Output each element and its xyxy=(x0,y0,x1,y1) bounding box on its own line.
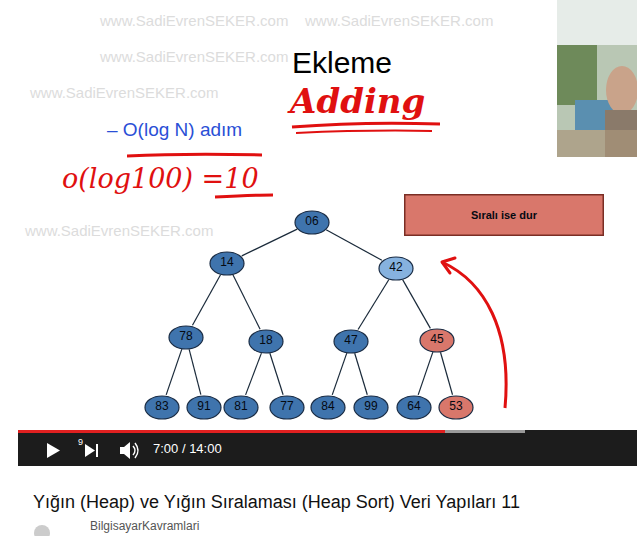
heap-node-new: 53 xyxy=(438,395,474,420)
play-icon xyxy=(47,443,60,458)
node-value: 06 xyxy=(305,215,318,228)
box-text: Sıralı ise dur xyxy=(471,209,537,221)
handwritten-arrowhead xyxy=(442,258,455,273)
node-value: 83 xyxy=(155,400,168,413)
heap-node-active: 42 xyxy=(378,256,414,281)
tree-edge xyxy=(403,280,431,329)
tree-edge xyxy=(440,352,452,394)
buffer-bar xyxy=(18,430,525,433)
heap-node: 06 xyxy=(294,210,330,235)
heap-node: 14 xyxy=(209,251,245,276)
tree-edge xyxy=(246,353,262,395)
node-value: 18 xyxy=(259,334,272,347)
tree-edge xyxy=(270,353,283,395)
watermark: www.SadiEvrenSEKER.com xyxy=(30,84,218,101)
playlist-count: 9 xyxy=(78,437,83,447)
node-value: 64 xyxy=(407,400,420,413)
heap-node: 78 xyxy=(168,325,204,350)
rule-box: Sıralı ise dur xyxy=(404,194,604,236)
tree-edge xyxy=(355,353,368,395)
heap-node: 99 xyxy=(353,395,389,420)
handwritten-underline xyxy=(292,123,440,127)
node-value: 91 xyxy=(197,400,210,413)
tree-edge xyxy=(233,275,260,329)
heap-node-moving: 45 xyxy=(419,328,455,353)
watermark: www.SadiEvrenSEKER.com xyxy=(25,222,213,239)
node-value: 53 xyxy=(449,400,462,413)
heap-node: 18 xyxy=(248,329,284,354)
node-value: 99 xyxy=(364,400,377,413)
slide-ground xyxy=(18,0,637,430)
tree-edge xyxy=(326,230,382,261)
handwritten-underline xyxy=(215,195,273,197)
complexity-note: – O(log N) adım xyxy=(107,119,242,141)
progress-bar xyxy=(18,430,445,433)
heap-node: 81 xyxy=(223,395,259,420)
volume-waves xyxy=(133,443,138,458)
volume-icon xyxy=(120,442,130,459)
handwritten-underline xyxy=(296,131,432,133)
node-value: 14 xyxy=(220,256,233,269)
channel-avatar xyxy=(34,525,50,536)
tree-edge xyxy=(418,352,433,395)
webcam-inset xyxy=(557,0,637,157)
node-value: 42 xyxy=(389,261,402,274)
node-value: 81 xyxy=(234,400,247,413)
watermark: www.SadiEvrenSEKER.com xyxy=(305,12,493,29)
tree-edge xyxy=(192,275,220,326)
watermark: www.SadiEvrenSEKER.com xyxy=(100,12,288,29)
heap-node: 84 xyxy=(310,395,346,420)
watermark: www.SadiEvrenSEKER.com xyxy=(100,48,288,65)
handwritten-underline xyxy=(127,154,262,156)
heap-node: 64 xyxy=(396,395,432,420)
heap-node: 83 xyxy=(144,395,180,420)
heap-node: 91 xyxy=(186,395,222,420)
control-bar xyxy=(18,430,637,466)
tree-edge xyxy=(332,353,347,395)
node-value: 77 xyxy=(280,400,293,413)
channel-name: BilgisayarKavramlari xyxy=(90,520,199,534)
next-icon-bar xyxy=(96,444,98,457)
video-title: Yığın (Heap) ve Yığın Sıralaması (Heap S… xyxy=(33,492,520,513)
tree-edge xyxy=(189,349,201,394)
heap-node: 47 xyxy=(333,329,369,354)
tree-edge xyxy=(242,229,297,256)
handwritten-note: o(log100) =10 xyxy=(62,163,259,194)
heap-node: 77 xyxy=(269,395,305,420)
node-value: 47 xyxy=(344,334,357,347)
time-display: 7:00 / 14:00 xyxy=(153,442,222,457)
slide-title: Ekleme xyxy=(292,46,392,81)
next-icon xyxy=(85,444,95,457)
node-value: 78 xyxy=(179,330,192,343)
handwritten-note: Adding xyxy=(290,82,425,121)
tree-edge xyxy=(166,349,182,395)
node-value: 45 xyxy=(430,333,443,346)
node-value: 84 xyxy=(321,400,334,413)
tree-edge xyxy=(358,279,389,329)
